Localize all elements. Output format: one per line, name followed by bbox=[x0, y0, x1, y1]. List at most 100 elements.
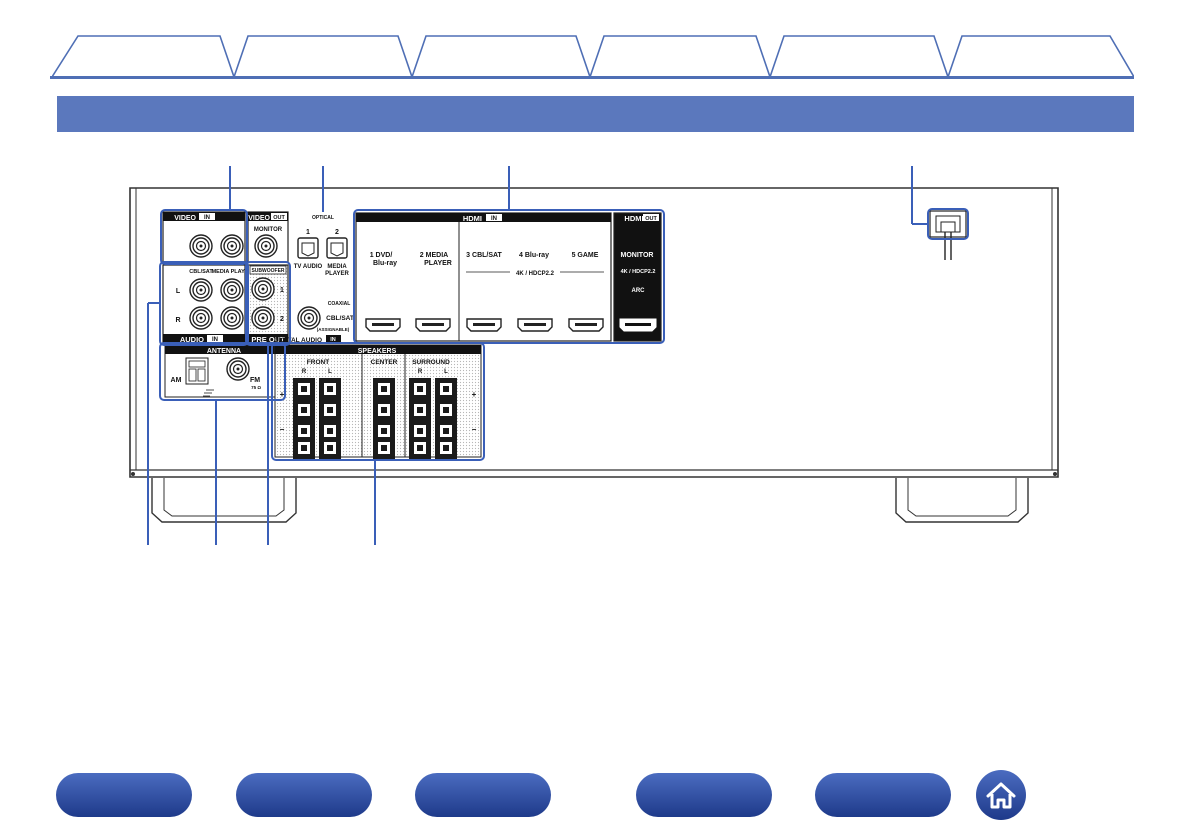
hdmi-in-1-label-2: Blu-ray bbox=[373, 260, 397, 267]
optical-1-number: 1 bbox=[306, 229, 310, 236]
audio-in-left-label: L bbox=[176, 288, 181, 295]
plus-right-label: + bbox=[472, 390, 477, 399]
antenna-label: ANTENNA bbox=[207, 348, 241, 355]
hdmi-out-monitor-label: MONITOR bbox=[621, 252, 654, 259]
am-label: AM bbox=[171, 377, 182, 384]
nav-button-4[interactable] bbox=[636, 773, 772, 817]
hdmi-out-arc-label: ARC bbox=[632, 288, 646, 294]
surround-label: SURROUND bbox=[412, 359, 450, 366]
video-in-section: VIDEO IN bbox=[162, 211, 246, 263]
tab-3[interactable] bbox=[410, 35, 592, 78]
video-out-badge: OUT bbox=[273, 215, 285, 221]
assignable-label: (ASSIGNABLE) bbox=[317, 327, 350, 332]
pre-out-label: PRE OUT bbox=[251, 335, 285, 344]
hdmi-out-label: HDMI bbox=[624, 214, 643, 223]
hdmi-in-port-2[interactable] bbox=[415, 318, 451, 332]
tab-4[interactable] bbox=[588, 35, 772, 78]
digital-audio-badge: IN bbox=[330, 337, 336, 343]
audio-in-badge: IN bbox=[212, 337, 218, 343]
hdmi-in-1-label-1: 1 DVD/ bbox=[370, 252, 393, 259]
subwoofer-1-label: 1 bbox=[280, 287, 284, 294]
optical-media-label-2: PLAYER bbox=[325, 271, 349, 277]
tab-6[interactable] bbox=[946, 35, 1134, 78]
hdmi-in-port-1[interactable] bbox=[365, 318, 401, 332]
video-out-section: VIDEO OUT MONITOR bbox=[247, 211, 289, 263]
audio-in-mediaplayer-label: MEDIA PLAYER bbox=[212, 269, 253, 275]
digital-audio-label: DIGITAL AUDIO bbox=[274, 337, 322, 344]
audio-in-jack-media-l[interactable] bbox=[220, 278, 244, 302]
rear-panel-diagram: VIDEO IN VIDEO OUT MONITOR CBL/SAT MEDIA… bbox=[129, 166, 1059, 545]
fm-label: FM bbox=[250, 377, 260, 384]
antenna-section: ANTENNA AM FM 75 Ω bbox=[164, 344, 284, 398]
hdmi-in-port-5[interactable] bbox=[568, 318, 604, 332]
nav-button-5[interactable] bbox=[815, 773, 951, 817]
minus-right-label: − bbox=[472, 425, 477, 434]
callout-lines bbox=[147, 166, 969, 545]
optical-tv-audio-label: TV AUDIO bbox=[294, 264, 323, 270]
tab-5[interactable] bbox=[768, 35, 950, 78]
hdmi-in-badge: IN bbox=[491, 216, 497, 222]
front-r-label: R bbox=[302, 369, 307, 375]
video-in-badge: IN bbox=[204, 215, 210, 221]
tab-1[interactable] bbox=[52, 35, 236, 78]
fm-ohm-label: 75 Ω bbox=[251, 385, 261, 390]
video-in-label: VIDEO bbox=[174, 215, 196, 222]
video-out-monitor-label: MONITOR bbox=[254, 227, 283, 233]
hdmi-in-5-label: 5 GAME bbox=[572, 252, 599, 259]
hdmi-in-2-label-2: PLAYER bbox=[424, 260, 452, 267]
surround-r-label: R bbox=[418, 369, 423, 375]
subwoofer-jack-1[interactable] bbox=[251, 277, 275, 301]
video-out-label: VIDEO bbox=[248, 215, 270, 222]
tab-2[interactable] bbox=[232, 35, 414, 78]
speakers-label: SPEAKERS bbox=[358, 348, 397, 355]
power-cord bbox=[929, 210, 967, 260]
top-tabs bbox=[52, 35, 1134, 78]
subwoofer-label: SUBWOOFER bbox=[251, 268, 284, 274]
nav-button-2[interactable] bbox=[236, 773, 372, 817]
section-header-bar bbox=[57, 96, 1134, 132]
coaxial-label: COAXIAL bbox=[328, 301, 351, 307]
minus-left-label: − bbox=[280, 425, 285, 434]
fm-jack[interactable] bbox=[226, 357, 250, 381]
coaxial-jack-cblsat[interactable] bbox=[297, 306, 321, 330]
hdmi-out-section: HDMI OUT MONITOR 4K / HDCP2.2 ARC bbox=[613, 212, 662, 342]
plus-left-label: + bbox=[280, 390, 285, 399]
optical-2-number: 2 bbox=[335, 229, 339, 236]
ground-icon bbox=[203, 389, 214, 397]
hdmi-in-port-3[interactable] bbox=[466, 318, 502, 332]
speakers-section: SPEAKERS FRONT CENTER SURROUND R L R L +… bbox=[274, 344, 482, 459]
audio-in-cblsat-label: CBL/SAT bbox=[189, 269, 213, 275]
audio-in-jack-media-r[interactable] bbox=[220, 306, 244, 330]
hdmi-out-badge: OUT bbox=[645, 216, 657, 222]
hdmi-in-3-label: 3 CBL/SAT bbox=[466, 252, 502, 259]
audio-in-label: AUDIO bbox=[180, 335, 204, 344]
hdmi-out-spec-label: 4K / HDCP2.2 bbox=[621, 269, 656, 275]
hdmi-in-label: HDMI bbox=[463, 214, 482, 223]
tab-underline bbox=[50, 76, 1134, 79]
hdmi-in-section: HDMI IN 1 DVD/ Blu-ray 2 MEDIA PLAYER 3 … bbox=[355, 212, 612, 342]
video-in-jack-1[interactable] bbox=[189, 234, 213, 258]
home-icon bbox=[986, 782, 1016, 809]
subwoofer-jack-2[interactable] bbox=[251, 306, 275, 330]
digital-audio-section: OPTICAL 1 2 TV AUDIO MEDIA PLAYER COAXIA… bbox=[274, 215, 356, 344]
home-button[interactable] bbox=[976, 770, 1026, 820]
optical-label: OPTICAL bbox=[312, 215, 334, 221]
audio-in-jack-cblsat-r[interactable] bbox=[189, 306, 213, 330]
nav-button-3[interactable] bbox=[415, 773, 551, 817]
section-title bbox=[57, 105, 69, 122]
audio-in-jack-cblsat-l[interactable] bbox=[189, 278, 213, 302]
front-label: FRONT bbox=[307, 359, 329, 366]
am-terminal[interactable] bbox=[185, 357, 209, 385]
optical-jack-media-player[interactable] bbox=[326, 237, 348, 259]
hdmi-in-spec-label: 4K / HDCP2.2 bbox=[516, 271, 555, 277]
hdmi-in-port-4[interactable] bbox=[517, 318, 553, 332]
hdmi-in-4-label: 4 Blu-ray bbox=[519, 252, 549, 259]
subwoofer-2-label: 2 bbox=[280, 316, 284, 323]
pre-out-section: SUBWOOFER 1 2 PRE OUT bbox=[247, 264, 289, 344]
video-in-jack-2[interactable] bbox=[220, 234, 244, 258]
audio-in-section: CBL/SAT MEDIA PLAYER L R AUDIO IN bbox=[162, 264, 253, 344]
video-out-monitor-jack[interactable] bbox=[254, 234, 278, 258]
optical-jack-tv-audio[interactable] bbox=[297, 237, 319, 259]
hdmi-out-port[interactable] bbox=[619, 318, 657, 332]
nav-button-1[interactable] bbox=[56, 773, 192, 817]
